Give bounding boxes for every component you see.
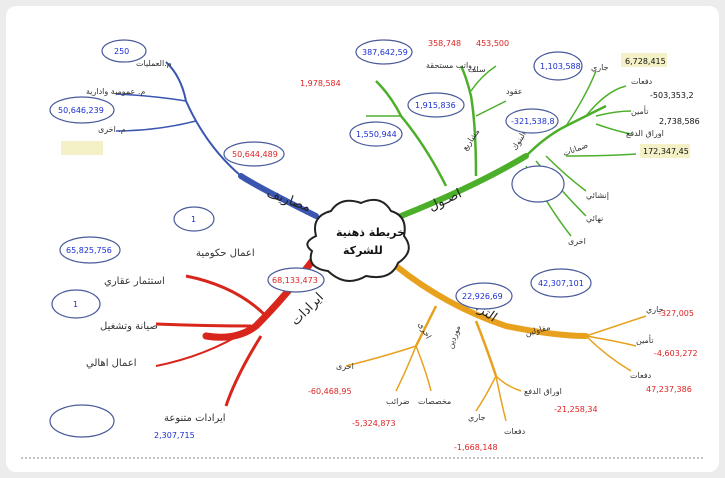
assets-advances-label: سلف [468, 65, 486, 74]
cloud-node [530, 268, 592, 298]
liabilities-value: -21,258,34 [554, 405, 598, 414]
revenues-value: 2,307,715 [154, 431, 195, 440]
revenues-gov-label: اعمال حكومية [196, 248, 255, 259]
revenues-value: 1 [191, 215, 196, 224]
center-subtitle: للشركة [343, 244, 383, 257]
expenses-branch: مصاريف م.العمليات م. عمومية وادارية م. ا… [49, 39, 319, 219]
assets-payments-label: دفعات [631, 77, 653, 86]
cloud-node [101, 39, 147, 63]
revenues-private-label: اعمال اهالي [86, 358, 137, 369]
svg-text:اصـول: اصـول [426, 186, 464, 214]
expenses-value: 50,644,489 [232, 150, 278, 159]
expenses-label: مصاريف [265, 186, 313, 216]
expenses-admin-label: م. عمومية وادارية [86, 87, 145, 96]
assets-final-label: نهائي [586, 214, 603, 223]
expenses-value: 250 [114, 47, 129, 56]
liabilities-value: 47,237,386 [646, 385, 692, 394]
center-title: خريطة ذهنية [336, 226, 405, 239]
center-node: خريطة ذهنية للشركة [306, 198, 410, 282]
cloud-node [407, 92, 465, 118]
liabilities-value: -5,324,873 [352, 419, 396, 428]
revenues-value: 68,133,473 [272, 276, 318, 285]
revenues-value: 1 [73, 300, 78, 309]
assets-contracting-label: عقود [506, 87, 523, 96]
liabilities-other-label: اخرى [416, 321, 433, 341]
cloud-node [355, 39, 413, 65]
liabilities-value: -327,005 [658, 309, 694, 318]
cloud-node [511, 165, 565, 203]
assets-branch: اصـول مشاريع ضمانات البنوك عقود رواتب مس… [300, 39, 700, 246]
revenues-realestate-label: استثمار عقاري [104, 276, 165, 287]
revenues-label: ايرادات [288, 290, 327, 329]
liabilities-papers-label: اوراق الدفع [524, 387, 562, 396]
liabilities-current2-label: جاري [468, 413, 486, 422]
assets-value: 453,500 [476, 39, 509, 48]
cloud-node [59, 236, 121, 264]
expenses-other-label: م. اخرى [98, 125, 126, 134]
assets-construction-label: إنشائي [586, 191, 609, 201]
cloud-node [267, 267, 325, 293]
mind-map-card: مصاريف م.العمليات م. عمومية وادارية م. ا… [6, 6, 719, 472]
liabilities-suppliers-label: موردين [446, 324, 463, 350]
assets-value: -321,538,8 [511, 117, 555, 126]
cloud-node [455, 282, 513, 310]
assets-value: 6,728,415 [625, 57, 666, 66]
liabilities-insurance-label: تأمين [636, 334, 653, 345]
cloud-node [223, 141, 285, 167]
liabilities-taxes-label: ضرائب [386, 397, 410, 406]
liabilities-value: -1,668,148 [454, 443, 498, 452]
expenses-value: 50,646,239 [58, 106, 104, 115]
assets-value: 172,347,45 [643, 147, 689, 156]
assets-insurance-label: تأمين [631, 105, 648, 116]
revenues-misc-label: ايرادات متنوعة [164, 413, 226, 424]
assets-salaries-label: رواتب مستحقة [426, 61, 476, 70]
assets-label: اصـول [426, 186, 464, 214]
liabilities-allocations-label: مخصصات [418, 397, 451, 406]
liabilities-current-label: جاري [646, 305, 664, 314]
expenses-ops-label: م.العمليات [136, 59, 172, 68]
liabilities-branch: التزامات اخرى موردين مقاولين جاري تأمين … [308, 263, 698, 452]
liabilities-value: 42,307,101 [538, 279, 584, 288]
assets-value: 358,748 [428, 39, 461, 48]
mind-map: مصاريف م.العمليات م. عمومية وادارية م. ا… [21, 39, 704, 459]
assets-projects-label: مشاريع [460, 127, 481, 152]
liabilities-value: -4,603,272 [654, 349, 698, 358]
highlight-box [621, 53, 667, 67]
cloud-node [349, 121, 403, 147]
assets-value: 387,642,59 [362, 48, 408, 57]
assets-current-label: جاري [591, 63, 609, 72]
liabilities-payments-label: دفعات [630, 371, 652, 380]
cloud-node [51, 289, 101, 319]
liabilities-value: 22,926,69 [462, 292, 503, 301]
highlight-box [640, 144, 690, 158]
assets-other-label: اخرى [568, 237, 586, 246]
assets-value: 1,550,944 [356, 130, 397, 139]
assets-papers-label: اوراق الدفع [626, 129, 664, 138]
assets-value: 1,103,588 [540, 62, 581, 71]
assets-banks-label: البنوك [510, 130, 528, 152]
assets-value: 1,978,584 [300, 79, 341, 88]
revenues-value: 65,825,756 [66, 246, 112, 255]
svg-text:ايرادات: ايرادات [288, 290, 327, 329]
cloud-node [49, 404, 115, 438]
cloud-node [173, 206, 215, 232]
highlight-box [61, 141, 103, 155]
liabilities-payments2-label: دفعات [504, 427, 526, 436]
cloud-node [533, 51, 583, 81]
revenues-maintenance-label: صيانة وتشغيل [100, 321, 158, 332]
revenues-branch: ايرادات اعمال حكومية استثمار عقاري صيانة… [49, 206, 327, 440]
liabilities-value: -60,468,95 [308, 387, 352, 396]
cloud-node [505, 108, 559, 134]
assets-value: 1,915,836 [415, 101, 456, 110]
assets-value: -503,353,2 [650, 91, 694, 100]
cloud-node [49, 96, 115, 124]
assets-value: 2,738,586 [659, 117, 700, 126]
liabilities-other2-label: اخرى [336, 362, 354, 371]
svg-text:مصاريف: مصاريف [265, 186, 313, 216]
